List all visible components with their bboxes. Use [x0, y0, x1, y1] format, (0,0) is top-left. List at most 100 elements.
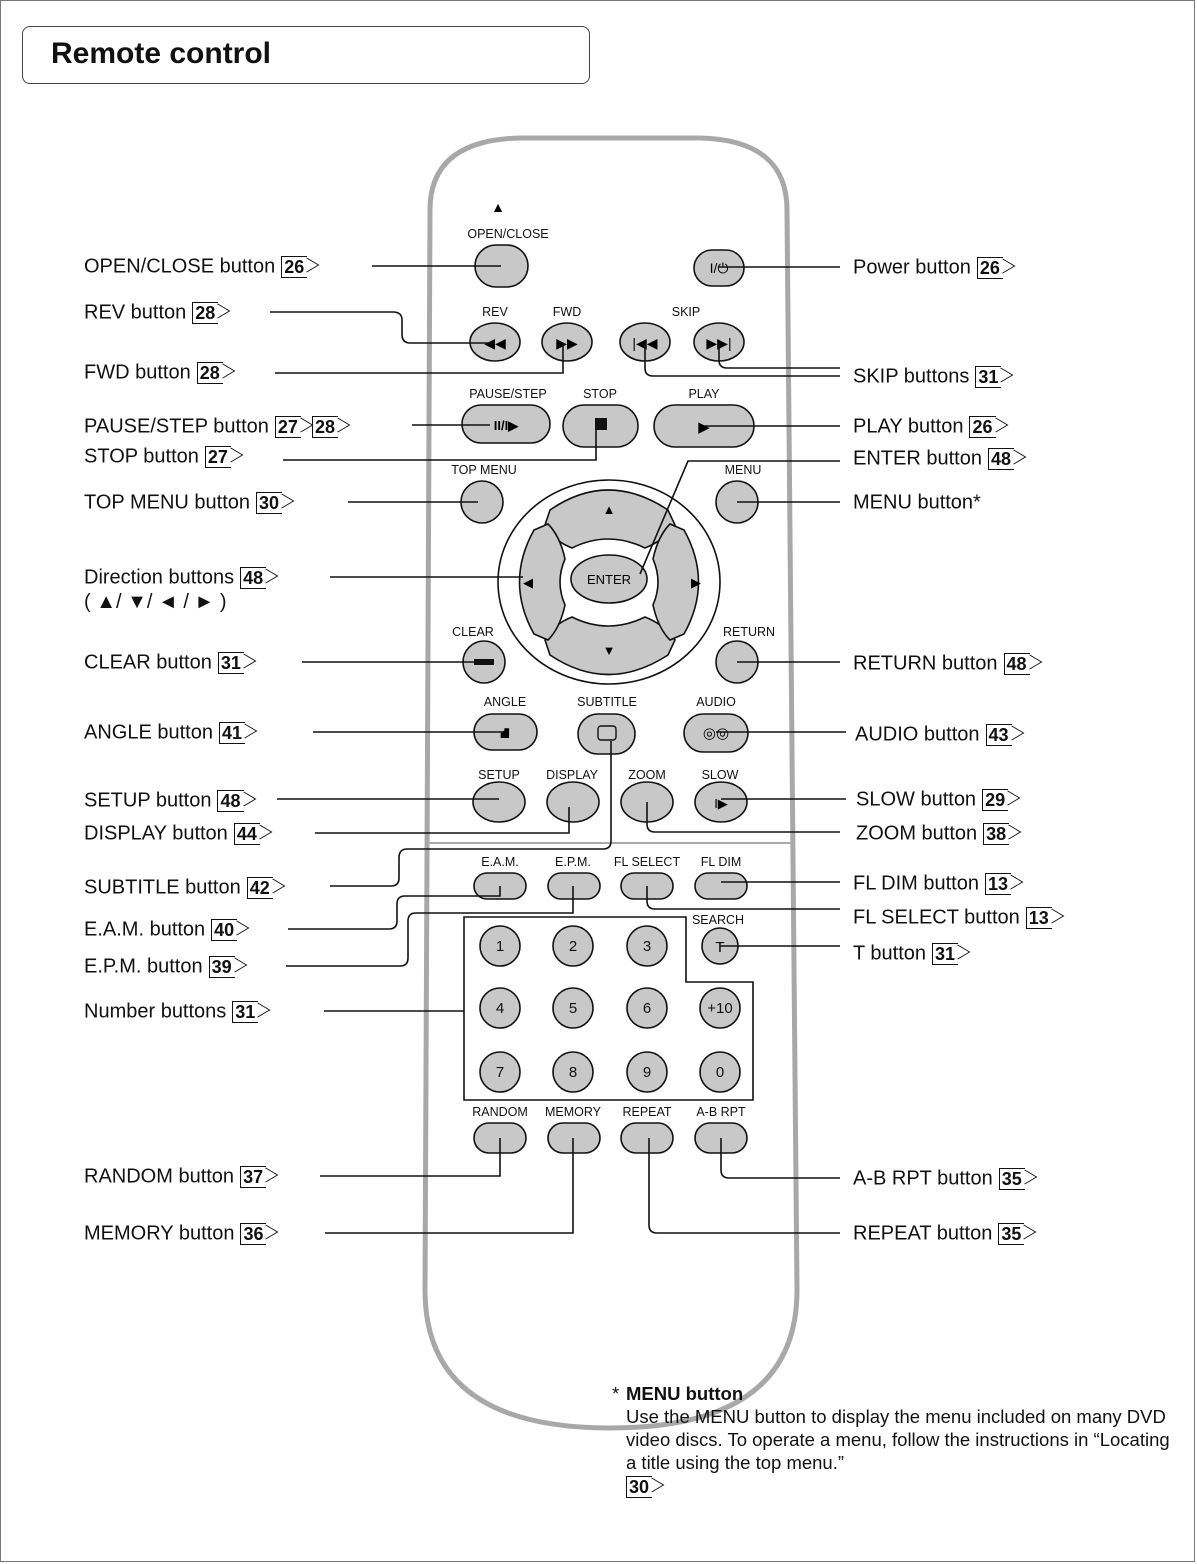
- eject-icon: ▲: [491, 199, 505, 215]
- fl-dim-button[interactable]: [694, 872, 748, 900]
- ref-link[interactable]: 27: [204, 445, 240, 468]
- eam-label: E.A.M.: [481, 855, 519, 869]
- skip-label: SKIP: [672, 305, 701, 319]
- number-button-5[interactable]: [552, 987, 594, 1029]
- subtitle-button[interactable]: [577, 713, 636, 755]
- footnote-title: MENU button: [626, 1383, 744, 1404]
- enter-button[interactable]: [570, 554, 648, 604]
- down-arrow-icon: ▼: [603, 643, 616, 658]
- remote-body-outline: [422, 135, 800, 1431]
- right-button[interactable]: [652, 523, 700, 641]
- ref-link[interactable]: 38: [983, 822, 1018, 845]
- camera-icon: ⛘: [500, 725, 511, 742]
- ref-link[interactable]: 48: [217, 789, 252, 812]
- ref-link[interactable]: 39: [208, 955, 244, 978]
- memory-button[interactable]: [547, 1122, 601, 1154]
- ref-link[interactable]: 13: [1025, 906, 1061, 929]
- left-button[interactable]: [518, 523, 566, 641]
- ref-link[interactable]: 35: [998, 1222, 1033, 1245]
- number-button-label: +10: [707, 1000, 732, 1017]
- down-button[interactable]: [544, 616, 676, 676]
- subtitle-icon: [597, 725, 617, 741]
- ref-link[interactable]: 48: [1003, 652, 1039, 675]
- ref-link[interactable]: 31: [217, 651, 253, 674]
- power-button[interactable]: [693, 249, 745, 287]
- display-button[interactable]: [546, 781, 600, 823]
- rev-button[interactable]: [469, 322, 521, 362]
- rev-label: REV: [482, 305, 508, 319]
- epm-button[interactable]: [547, 872, 601, 900]
- angle-label: ANGLE: [484, 695, 526, 709]
- ref-link[interactable]: 29: [982, 788, 1017, 811]
- ref-link[interactable]: 42: [246, 876, 282, 899]
- leader-lines: [270, 265, 846, 1234]
- ref-link[interactable]: 28: [196, 361, 232, 384]
- ref-link[interactable]: 35: [998, 1167, 1034, 1190]
- audio-button[interactable]: [683, 713, 749, 753]
- ref-link[interactable]: 28: [192, 301, 227, 324]
- fwd-button[interactable]: [541, 322, 593, 362]
- t-label: T: [715, 939, 724, 956]
- ref-link[interactable]: 40: [211, 918, 246, 941]
- ref-link[interactable]: 27: [274, 415, 310, 438]
- fl-dim-label: FL DIM: [701, 855, 742, 869]
- return-label: RETURN: [723, 625, 775, 639]
- ref-link[interactable]: 28: [311, 415, 347, 438]
- ref-link[interactable]: 31: [975, 365, 1010, 388]
- number-button-10[interactable]: [699, 987, 741, 1029]
- number-button-0[interactable]: [699, 1051, 741, 1093]
- ref-link[interactable]: 37: [240, 1165, 275, 1188]
- number-button-2[interactable]: [552, 925, 594, 967]
- ref-link[interactable]: 48: [987, 447, 1023, 470]
- number-button-8[interactable]: [552, 1051, 594, 1093]
- number-button-9[interactable]: [626, 1051, 668, 1093]
- pause-step-button[interactable]: [461, 404, 551, 444]
- up-button[interactable]: [544, 489, 676, 549]
- play-label: PLAY: [688, 387, 720, 401]
- ref-link[interactable]: 30: [626, 1476, 661, 1499]
- ref-link[interactable]: 43: [985, 723, 1021, 746]
- open-close-label: OPEN/CLOSE: [467, 227, 548, 241]
- number-button-3[interactable]: [626, 925, 668, 967]
- number-button-4[interactable]: [479, 987, 521, 1029]
- number-button-6[interactable]: [626, 987, 668, 1029]
- number-button-7[interactable]: [479, 1051, 521, 1093]
- ref-link[interactable]: 44: [233, 822, 269, 845]
- fast-forward-icon: ▶▶: [556, 335, 578, 351]
- number-button-label: 3: [643, 938, 651, 955]
- number-button-1[interactable]: [479, 925, 521, 967]
- menu-label: MENU: [725, 463, 762, 477]
- ref-link[interactable]: 36: [240, 1222, 275, 1245]
- setup-button[interactable]: [472, 781, 526, 823]
- repeat-button[interactable]: [620, 1122, 674, 1154]
- ref-link[interactable]: 31: [232, 1000, 267, 1023]
- ref-link[interactable]: 26: [281, 255, 316, 278]
- ref-link[interactable]: 30: [256, 491, 291, 514]
- ref-link[interactable]: 13: [984, 872, 1020, 895]
- slow-button[interactable]: [694, 781, 748, 823]
- ref-link[interactable]: 48: [240, 566, 275, 589]
- ref-link[interactable]: 31: [932, 942, 967, 965]
- number-button-label: 4: [496, 1000, 504, 1017]
- ref-link[interactable]: 26: [976, 256, 1012, 279]
- subtitle-label: SUBTITLE: [577, 695, 637, 709]
- ref-link[interactable]: 41: [218, 721, 254, 744]
- number-button-label: 0: [716, 1064, 724, 1081]
- enter-label: ENTER: [587, 572, 631, 587]
- audio-label: AUDIO: [696, 695, 736, 709]
- up-arrow-icon: ▲: [603, 502, 616, 517]
- ref-link[interactable]: 26: [969, 415, 1004, 438]
